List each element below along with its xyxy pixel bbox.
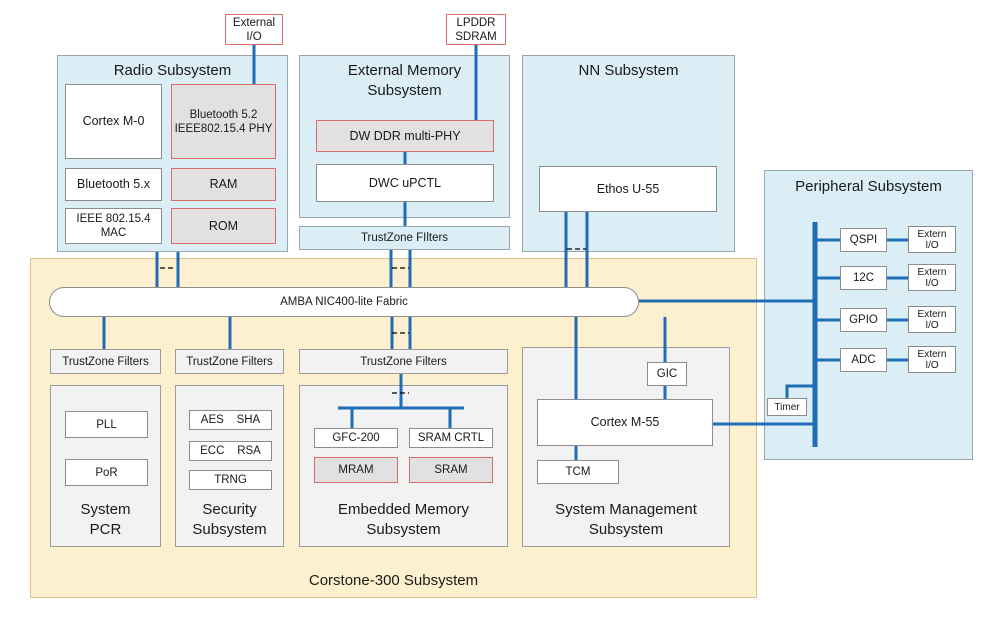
radio-title: Radio Subsystem bbox=[113, 62, 232, 79]
i2c-io-box: Extern I/O bbox=[908, 264, 956, 291]
ext-mem-title: External Memory Subsystem bbox=[347, 62, 462, 99]
embedded-mem-title: Embedded Memory Subsystem bbox=[338, 501, 469, 538]
security-trustzone-box: TrustZone Filters bbox=[175, 349, 284, 374]
qspi-io-box: Extern I/O bbox=[908, 226, 956, 253]
security-title: Security Subsystem bbox=[192, 501, 267, 538]
ddr-phy-box: DW DDR multi-PHY bbox=[316, 120, 494, 152]
aes-sha-box: AES SHA bbox=[189, 410, 272, 430]
ethos-u55-box: Ethos U-55 bbox=[539, 166, 717, 212]
lpddr-sdram-box: LPDDR SDRAM bbox=[446, 14, 506, 45]
amba-fabric: AMBA NIC400-lite Fabric bbox=[49, 287, 639, 317]
gfc-200-box: GFC-200 bbox=[314, 428, 398, 448]
dwc-uptcl-box: DWC uPCTL bbox=[316, 164, 494, 202]
trng-box: TRNG bbox=[189, 470, 272, 490]
gpio-box: GPIO bbox=[840, 308, 887, 332]
system-pcr-title: System PCR bbox=[80, 501, 131, 538]
system-management-subsystem bbox=[522, 347, 730, 547]
nn-title: NN Subsystem bbox=[578, 62, 679, 79]
cortex-m55-box: Cortex M-55 bbox=[537, 399, 713, 446]
gic-box: GIC bbox=[647, 362, 687, 386]
por-box: PoR bbox=[65, 459, 148, 486]
nn-subsystem bbox=[522, 55, 735, 252]
cortex-m0-box: Cortex M-0 bbox=[65, 84, 162, 159]
bluetooth-phy-box: Bluetooth 5.2 IEEE802.15.4 PHY bbox=[171, 84, 276, 159]
gpio-io-box: Extern I/O bbox=[908, 306, 956, 333]
adc-box: ADC bbox=[840, 348, 887, 372]
i2c-box: 12C bbox=[840, 266, 887, 290]
bluetooth-5x-box: Bluetooth 5.x bbox=[65, 168, 162, 201]
timer-box: Timer bbox=[767, 398, 807, 416]
external-io-box: External I/O bbox=[225, 14, 283, 45]
radio-ram-box: RAM bbox=[171, 168, 276, 201]
embedded-trustzone-box: TrustZone Filters bbox=[299, 349, 508, 374]
pcr-trustzone-box: TrustZone Filters bbox=[50, 349, 161, 374]
tcm-box: TCM bbox=[537, 460, 619, 484]
pll-box: PLL bbox=[65, 411, 148, 438]
ecc-rsa-box: ECC RSA bbox=[189, 441, 272, 461]
peripheral-title: Peripheral Subsystem bbox=[795, 178, 942, 195]
adc-io-box: Extern I/O bbox=[908, 346, 956, 373]
sram-ctrl-box: SRAM CRTL bbox=[409, 428, 493, 448]
radio-rom-box: ROM bbox=[171, 208, 276, 244]
sys-mgmt-title: System Management Subsystem bbox=[555, 501, 697, 538]
mram-box: MRAM bbox=[314, 457, 398, 483]
corstone-title: Corstone-300 Subsystem bbox=[308, 572, 479, 589]
ext-mem-trustzone-box: TrustZone FIlters bbox=[299, 226, 510, 250]
ieee-mac-box: IEEE 802.15.4 MAC bbox=[65, 208, 162, 244]
sram-box: SRAM bbox=[409, 457, 493, 483]
qspi-box: QSPI bbox=[840, 228, 887, 252]
